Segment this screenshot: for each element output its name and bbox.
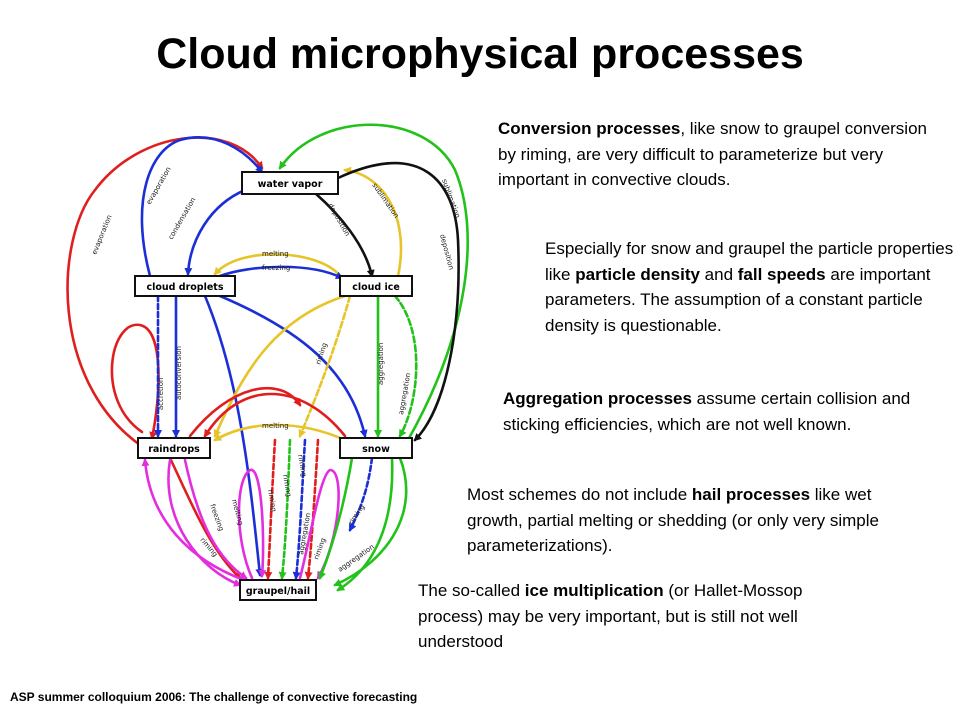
aggregation-bold: Aggregation processes [503,389,692,408]
node-snow: snow [339,437,413,459]
condensation-label: condensation [167,196,197,241]
node-cloud-droplets: cloud droplets [134,275,236,297]
sublimation-outer-label: sublimation [440,178,462,219]
node-cloud-ice-label: cloud ice [352,282,400,293]
melting-mid-arrow [213,423,347,442]
freezing-top-arrow [218,265,344,280]
snow-raindrops-arc [203,392,347,438]
melting-top-arrow [213,252,342,278]
droplets-graupel-arrow [203,294,264,577]
paragraph-ice-multiplication: The so-called ice multiplication (or Hal… [418,578,838,655]
slide-title: Cloud microphysical processes [156,30,804,78]
raindrops-graupel-arrow [168,456,242,580]
particle-text-1: Especially for snow and graupel the part… [545,239,954,284]
hail-text-2: like wet growth, partial melting or shed… [467,485,879,555]
particle-text-3: are important parameters. The assumption… [545,264,931,335]
riming-ice-arrow [298,294,352,438]
ice-mult-text-2: (or Hallet-Mossop process) may be very i… [418,581,803,651]
raindrop-self-loop [110,323,160,440]
autoconversion-label: autoconversion [175,346,183,400]
riming-4-arrow [318,456,354,580]
aggregation-low-arrow [336,456,394,592]
sublimation-label: sublimation [370,182,400,220]
paragraph-aggregation: Aggregation processes assume certain col… [503,386,923,437]
node-raindrops: raindrops [137,437,211,459]
conversion-bold: Conversion processes [498,119,681,138]
graupel-melting-loop [141,458,246,582]
node-graupel-hail: graupel/hail [239,579,317,601]
riming-5-label: riming [347,503,366,526]
node-snow-label: snow [362,444,390,455]
hail-processes-bold: hail processes [691,485,811,504]
deposition-outer-label: deposition [438,233,455,270]
node-graupel-hail-label: graupel/hail [246,586,310,597]
condensation-arrow [184,188,247,276]
riming-5-arrow [348,456,374,532]
sublimation-arrow [343,166,403,278]
sublimation-outer-arrow [278,123,470,442]
ice-raindrops-arrow [213,294,347,438]
riming-3-label: riming [296,454,308,478]
riming-4-label: riming [312,537,327,561]
riming-1-label: riming [266,489,278,513]
particle-density-bold: particle density [575,264,700,284]
graupel-freezing-loop [167,458,242,587]
deposition-label: deposition [326,202,351,238]
evaporation-inner-arrow [140,136,264,278]
deposition-outer-arrow [336,161,460,442]
footer-caption: ASP summer colloquium 2006: The challeng… [10,690,418,704]
riming-1-arrow [264,438,277,580]
hail-text-1: Most schemes do not include [467,485,692,504]
paragraph-hail: Most schemes do not include hail process… [467,482,917,559]
node-raindrops-label: raindrops [148,444,200,455]
riming-2-arrow [278,438,292,580]
ice-multiplication-bold: ice multiplication [524,581,664,600]
node-water-vapor: water vapor [241,171,339,195]
particle-text-2: and [699,264,738,284]
accretion-label: accretion [157,378,165,410]
graupel-riming-loop [183,458,248,580]
aggregation-text: assume certain collision and sticking ef… [503,389,911,434]
node-water-vapor-label: water vapor [258,179,323,190]
paragraph-conversion: Conversion processes, like snow to graup… [498,116,928,193]
aggregation-snow-loop [393,294,418,438]
graupel-self-loop-1 [237,468,267,580]
node-cloud-ice: cloud ice [339,275,413,297]
fall-speeds-bold: fall speeds [737,264,826,284]
deposition-arrow [313,191,375,278]
aggregation-ice-label: aggregation [377,343,385,385]
melting-top-label: melting [262,250,289,258]
ice-mult-text-1: The so-called [418,581,525,600]
riming-3-arrow [292,438,307,580]
freezing-low-label: freezing [208,503,225,532]
droplets-snow-arrow [218,294,368,438]
paragraph-particle-properties: Especially for snow and graupel the part… [545,236,955,338]
snow-graupel-arrow [333,456,408,587]
freezing-top-label: freezing [262,264,290,272]
melting-low-label: melting [230,498,245,526]
melting-mid-label: melting [262,422,289,430]
node-cloud-droplets-label: cloud droplets [147,282,224,293]
riming-2-label: riming [281,474,293,498]
conversion-text: , like snow to graupel conversion by rim… [498,119,927,189]
evaporation-outer-label: evaporation [90,214,113,256]
